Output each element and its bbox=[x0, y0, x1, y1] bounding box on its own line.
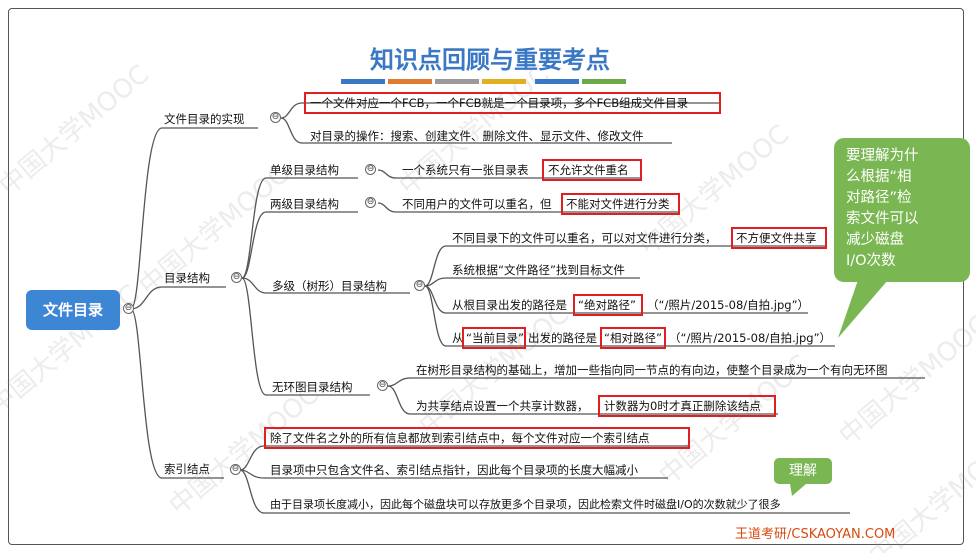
multi-item-4-middle: 出发的路径是 bbox=[528, 331, 597, 345]
two-level-text: 不同用户的文件可以重名，但 bbox=[402, 197, 552, 211]
single-level-highlight: 不允许文件重名 bbox=[548, 163, 629, 177]
tag-pointer bbox=[790, 484, 806, 496]
highlight-box bbox=[462, 327, 526, 349]
single-level-text: 一个系统只有一张目录表 bbox=[402, 163, 529, 177]
multi-item-4-highlight1: “当前目录” bbox=[466, 331, 524, 345]
multi-item-3-highlight: “绝对路径” bbox=[578, 298, 636, 312]
connector-multi-item2 bbox=[424, 277, 640, 287]
two-level-highlight: 不能对文件进行分类 bbox=[566, 197, 670, 211]
index-item-1: 除了文件名之外的所有信息都放到索引结点中，每个文件对应一个索引结点 bbox=[270, 431, 650, 445]
title-bar-6 bbox=[582, 79, 626, 84]
title-bar-2 bbox=[388, 79, 432, 84]
connector-index-item2 bbox=[239, 469, 668, 479]
connector-structure-two bbox=[241, 211, 358, 279]
understand-tag: 理解 bbox=[774, 458, 832, 484]
note-bubble: 要理解为什 么根据“相 对路径”检 索文件可以 减少磁盘 I/O次数 bbox=[834, 138, 970, 282]
note-line: 对路径”检 bbox=[846, 190, 912, 206]
multi-item-3-text: 从根目录出发的路径是 bbox=[452, 298, 567, 312]
connector-multi-item1 bbox=[424, 245, 825, 287]
title-bar-3 bbox=[435, 79, 479, 84]
highlight-box bbox=[731, 227, 827, 249]
acyclic-label: 无环图目录结构 bbox=[272, 380, 353, 394]
connector-structure-single bbox=[241, 177, 358, 279]
collapse-icon[interactable]: ⊖ bbox=[230, 464, 241, 475]
connector-single-leaf bbox=[377, 169, 640, 179]
note-line: 么根据“相 bbox=[846, 169, 912, 185]
single-level-label: 单级目录结构 bbox=[270, 163, 339, 177]
branch-index-label: 索引结点 bbox=[164, 462, 210, 476]
collapse-icon[interactable]: ⊖ bbox=[414, 280, 425, 291]
acyclic-item-2-text: 为共享结点设置一个共享计数器， bbox=[416, 399, 589, 413]
connector-root-impl bbox=[130, 127, 258, 310]
collapse-icon[interactable]: ⊖ bbox=[231, 272, 242, 283]
connector-multi-item4 bbox=[424, 285, 835, 347]
note-line: 索文件可以 bbox=[846, 211, 919, 227]
connector-root-structure bbox=[130, 286, 226, 310]
impl-item-2: 对目录的操作：搜索、创建文件、删除文件、显示文件、修改文件 bbox=[310, 129, 644, 143]
multi-level-label: 多级（树形）目录结构 bbox=[272, 279, 387, 293]
highlight-box bbox=[598, 395, 776, 417]
collapse-icon[interactable]: ⊖ bbox=[365, 197, 376, 208]
index-item-2: 目录项中只包含文件名、索引结点指针，因此每个目录项的长度大幅减小 bbox=[270, 463, 638, 477]
connector-root-index bbox=[130, 308, 224, 479]
connector-acyclic-item1 bbox=[387, 377, 925, 387]
note-pointer bbox=[838, 280, 888, 338]
connector-structure-multi bbox=[241, 277, 410, 294]
highlight-box bbox=[264, 427, 690, 449]
multi-item-4-highlight2: “相对路径” bbox=[604, 331, 662, 345]
two-level-label: 两级目录结构 bbox=[270, 197, 339, 211]
note-line: 减少磁盘 bbox=[846, 232, 904, 248]
connector-index-item1 bbox=[239, 445, 690, 471]
branch-impl-label: 文件目录的实现 bbox=[164, 112, 245, 126]
multi-item-2-text: 系统根据“文件路径”找到目标文件 bbox=[452, 263, 625, 277]
root-node[interactable]: 文件目录 bbox=[26, 290, 120, 330]
multi-item-4-rest: （“/照片/2015-08/自拍.jpg”） bbox=[669, 331, 832, 345]
note-line: 要理解为什 bbox=[846, 148, 919, 164]
highlight-box bbox=[561, 193, 680, 215]
note-line: I/O次数 bbox=[846, 253, 896, 269]
connector-two-leaf bbox=[377, 202, 680, 213]
connector-impl-item1 bbox=[280, 102, 720, 119]
footer-brand: 王道考研/CSKAOYAN.COM bbox=[735, 527, 896, 542]
collapse-icon[interactable]: ⊖ bbox=[123, 303, 134, 314]
highlight-box bbox=[304, 92, 721, 114]
connector-acyclic-item2 bbox=[387, 385, 778, 415]
collapse-icon[interactable]: ⊖ bbox=[270, 112, 281, 123]
connector-structure-acyclic bbox=[241, 277, 370, 396]
acyclic-item-1: 在树形目录结构的基础上，增加一些指向同一节点的有向边，使整个目录成为一个有向无环… bbox=[416, 363, 888, 377]
connector-index-item3 bbox=[239, 469, 850, 514]
impl-item-1: 一个文件对应一个FCB，一个FCB就是一个目录项，多个FCB组成文件目录 bbox=[310, 96, 689, 110]
title-bar-4 bbox=[482, 79, 526, 84]
connector-impl-item2 bbox=[280, 117, 672, 144]
multi-item-1-text: 不同目录下的文件可以重名，可以对文件进行分类， bbox=[452, 231, 717, 245]
index-item-3: 由于目录项长度减小，因此每个磁盘块可以存放更多个目录项，因此检索文件时磁盘I/O… bbox=[270, 498, 781, 511]
multi-item-1-highlight: 不方便文件共享 bbox=[736, 231, 817, 245]
highlight-box bbox=[600, 327, 666, 349]
multi-item-3-rest: （“/照片/2015-08/自拍.jpg”） bbox=[647, 298, 810, 312]
collapse-icon[interactable]: ⊖ bbox=[365, 164, 376, 175]
collapse-icon[interactable]: ⊖ bbox=[377, 380, 388, 391]
branch-structure-label: 目录结构 bbox=[164, 271, 210, 285]
title-bar-5 bbox=[535, 79, 579, 84]
highlight-box bbox=[573, 294, 643, 316]
acyclic-item-2-highlight: 计数器为0时才真正删除该结点 bbox=[604, 399, 761, 413]
highlight-box bbox=[542, 159, 642, 181]
multi-item-4-prefix: 从 bbox=[452, 331, 464, 345]
title-bar-1 bbox=[341, 79, 385, 84]
page-title: 知识点回顾与重要考点 bbox=[370, 46, 610, 74]
